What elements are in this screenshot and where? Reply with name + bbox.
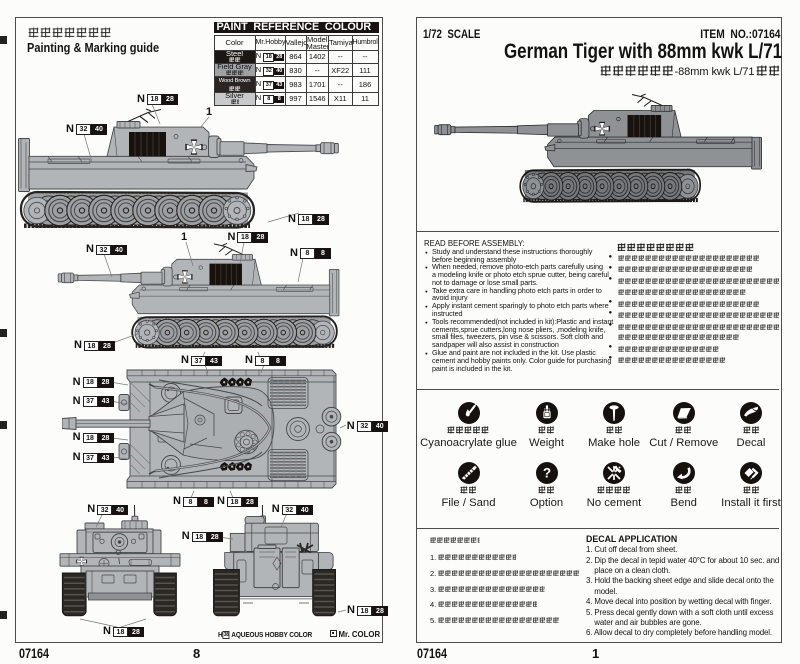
svg-text:?: ? (542, 465, 550, 480)
